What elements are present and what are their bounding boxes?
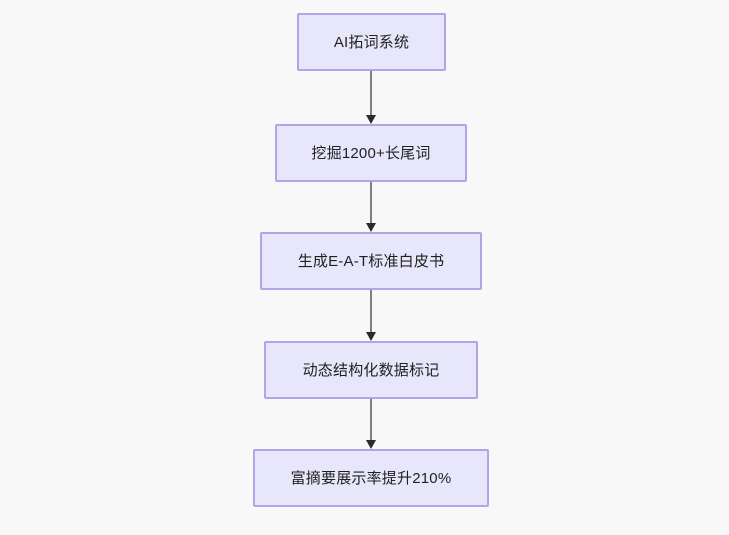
edge-line — [370, 71, 372, 115]
arrowhead-icon — [366, 332, 376, 341]
arrowhead-icon — [366, 440, 376, 449]
flow-node-eat-whitepaper[interactable]: 生成E-A-T标准白皮书 — [260, 232, 482, 290]
flow-node-longtail-keywords[interactable]: 挖掘1200+长尾词 — [275, 124, 467, 182]
flow-node-label: 富摘要展示率提升210% — [290, 469, 452, 487]
flow-node-ai-keyword-system[interactable]: AI拓词系统 — [297, 13, 446, 71]
flow-node-label: 挖掘1200+长尾词 — [311, 144, 431, 162]
edge-line — [370, 182, 372, 223]
edge-line — [370, 399, 372, 440]
edge-line — [370, 290, 372, 332]
flow-node-label: 动态结构化数据标记 — [302, 361, 440, 379]
arrowhead-icon — [366, 115, 376, 124]
flow-node-rich-snippet-rate[interactable]: 富摘要展示率提升210% — [253, 449, 489, 507]
flow-node-structured-data-markup[interactable]: 动态结构化数据标记 — [264, 341, 478, 399]
arrowhead-icon — [366, 223, 376, 232]
flow-node-label: 生成E-A-T标准白皮书 — [297, 252, 445, 270]
flow-node-label: AI拓词系统 — [333, 33, 410, 51]
